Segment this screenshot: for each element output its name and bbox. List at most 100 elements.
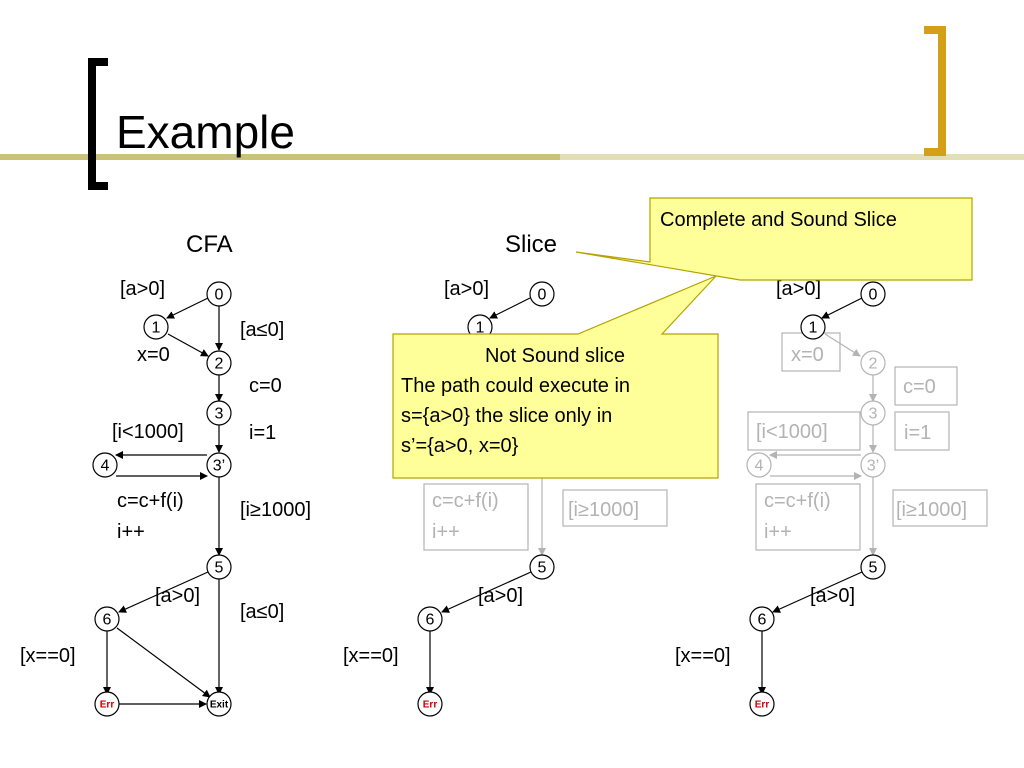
cfa-label-c-eq-0: c=0	[249, 375, 282, 397]
right-label-c-plus: c=c+f(i)	[764, 490, 831, 512]
slice-node-0-label: 0	[538, 287, 547, 304]
cfa-node-0	[206, 281, 232, 307]
right-node-5	[860, 554, 886, 580]
sound-slice-callout: Complete and Sound Slice	[575, 197, 973, 281]
left-bracket	[88, 58, 108, 190]
cfa-node-exit-label: Exit	[210, 700, 229, 711]
right-gray-box-i-ge	[892, 489, 988, 527]
cfa-label-x-eq-0: x=0	[137, 344, 170, 366]
cfa-label-i-lt-1000: [i<1000]	[112, 421, 184, 443]
slice-edge-5-6	[441, 571, 532, 613]
cfa-node-3-label: 3	[215, 406, 224, 423]
slice-label-a-gt-0-top: [a>0]	[444, 278, 489, 300]
cfa-node-3p	[206, 452, 232, 478]
right-node-0	[860, 281, 886, 307]
sound-slice-callout-shape	[575, 197, 973, 281]
cfa-node-err	[94, 691, 120, 717]
right-node-3-label: 3	[869, 406, 878, 423]
right-node-3p	[860, 452, 886, 478]
cfa-label-i-pp: i++	[117, 521, 145, 543]
cfa-node-6	[94, 606, 120, 632]
slice-node-1-label: 1	[476, 320, 485, 337]
right-node-0-label: 0	[869, 287, 878, 304]
slice-node-0	[529, 281, 555, 307]
sound-slice-callout-text: Complete and Sound Slice	[660, 209, 897, 231]
slice-label-x-eqeq-0: [x==0]	[343, 645, 399, 667]
slice-label-a-gt-0-bottom: [a>0]	[478, 585, 523, 607]
right-bracket-accent	[924, 26, 946, 156]
right-label-i-pp: i++	[764, 521, 792, 543]
slice-label-i-pp: i++	[432, 521, 460, 543]
not-sound-callout-line2: The path could execute in	[401, 375, 630, 397]
right-node-6	[749, 606, 775, 632]
right-node-1	[800, 314, 826, 340]
right-gray-box-i-eq-1	[894, 411, 950, 451]
cfa-node-6-label: 6	[103, 612, 112, 629]
right-node-err-label: Err	[755, 700, 770, 711]
right-node-err	[749, 691, 775, 717]
right-gray-box-cplus	[755, 483, 861, 551]
cfa-node-2-label: 2	[215, 356, 224, 373]
cfa-label-a-gt-0-top: [a>0]	[120, 278, 165, 300]
right-edge-5-6	[772, 571, 863, 613]
edge-0-1	[166, 297, 209, 319]
right-label-c-eq-0: c=0	[903, 376, 936, 398]
cfa-node-1-label: 1	[152, 320, 161, 337]
edge-6-exit	[116, 627, 211, 698]
right-label-x-eq-0: x=0	[791, 344, 824, 366]
not-sound-callout-line4: s’={a>0, x=0}	[401, 435, 519, 457]
cfa-label-i-eq-1: i=1	[249, 422, 276, 444]
cfa-column-title: CFA	[186, 231, 233, 258]
slice-label-c-plus: c=c+f(i)	[432, 490, 499, 512]
right-label-i-ge-1000: [i≥1000]	[896, 499, 967, 521]
right-node-2	[860, 350, 886, 376]
cfa-label-a-le-0-top: [a≤0]	[240, 319, 284, 341]
slice-gray-box-i-ge	[562, 489, 668, 527]
right-node-5-label: 5	[869, 560, 878, 577]
right-node-6-label: 6	[758, 612, 767, 629]
slice-node-6-label: 6	[426, 612, 435, 629]
not-sound-callout-line1: Not Sound slice	[485, 345, 625, 367]
cfa-label-a-le-0-bottom: [a≤0]	[240, 601, 284, 623]
right-node-4	[746, 452, 772, 478]
right-node-1-label: 1	[809, 320, 818, 337]
right-label-x-eqeq-0: [x==0]	[675, 645, 731, 667]
cfa-node-1	[143, 314, 169, 340]
not-sound-callout-shape	[392, 275, 719, 479]
cfa-label-a-gt-0-bottom: [a>0]	[155, 585, 200, 607]
right-gray-box-c-eq-0	[894, 366, 958, 406]
slice-column-title: Slice	[505, 231, 557, 258]
right-label-i-lt-1000: [i<1000]	[756, 421, 828, 443]
right-edge-0-1	[821, 297, 863, 319]
not-sound-callout-line3: s={a>0} the slice only in	[401, 405, 612, 427]
cfa-node-2	[206, 350, 232, 376]
not-sound-callout: Not Sound slice The path could execute i…	[392, 275, 719, 479]
cfa-graph: 0 1 2 3 3’ 4 5 6 Err Exit [a>0] [a≤0] x=…	[20, 278, 311, 717]
edge-1-2	[167, 333, 209, 357]
right-node-2-label: 2	[869, 356, 878, 373]
slice-node-5	[529, 554, 555, 580]
cfa-label-x-eqeq-0: [x==0]	[20, 645, 76, 667]
right-node-3p-label: 3’	[867, 458, 879, 475]
cfa-node-3p-label: 3’	[213, 458, 225, 475]
title-rule	[0, 154, 1024, 160]
right-gray-box-i-lt	[747, 411, 861, 451]
slice-graph: c=c+f(i) i++ [i≥1000] 0 1 5 6 Err [a>0] …	[343, 278, 668, 717]
slice-node-err	[417, 691, 443, 717]
page-title: Example	[116, 106, 295, 158]
edge-5-6	[118, 571, 209, 613]
cfa-label-c-plus: c=c+f(i)	[117, 490, 184, 512]
slice-label-i-ge-1000: [i≥1000]	[568, 499, 639, 521]
cfa-node-4	[92, 452, 118, 478]
slice-node-err-label: Err	[423, 700, 438, 711]
cfa-node-4-label: 4	[101, 458, 110, 475]
slice-node-5-label: 5	[538, 560, 547, 577]
sound-slice-graph: x=0 c=0 [i<1000] i=1 c=c+f(i) i++ [i≥100…	[675, 278, 988, 717]
right-label-a-gt-0-top: [a>0]	[776, 278, 821, 300]
right-gray-edge-1-2	[824, 333, 861, 357]
slice-edge-0-1	[489, 297, 531, 319]
cfa-node-3	[206, 400, 232, 426]
right-label-i-eq-1: i=1	[904, 422, 931, 444]
cfa-node-exit	[206, 691, 232, 717]
